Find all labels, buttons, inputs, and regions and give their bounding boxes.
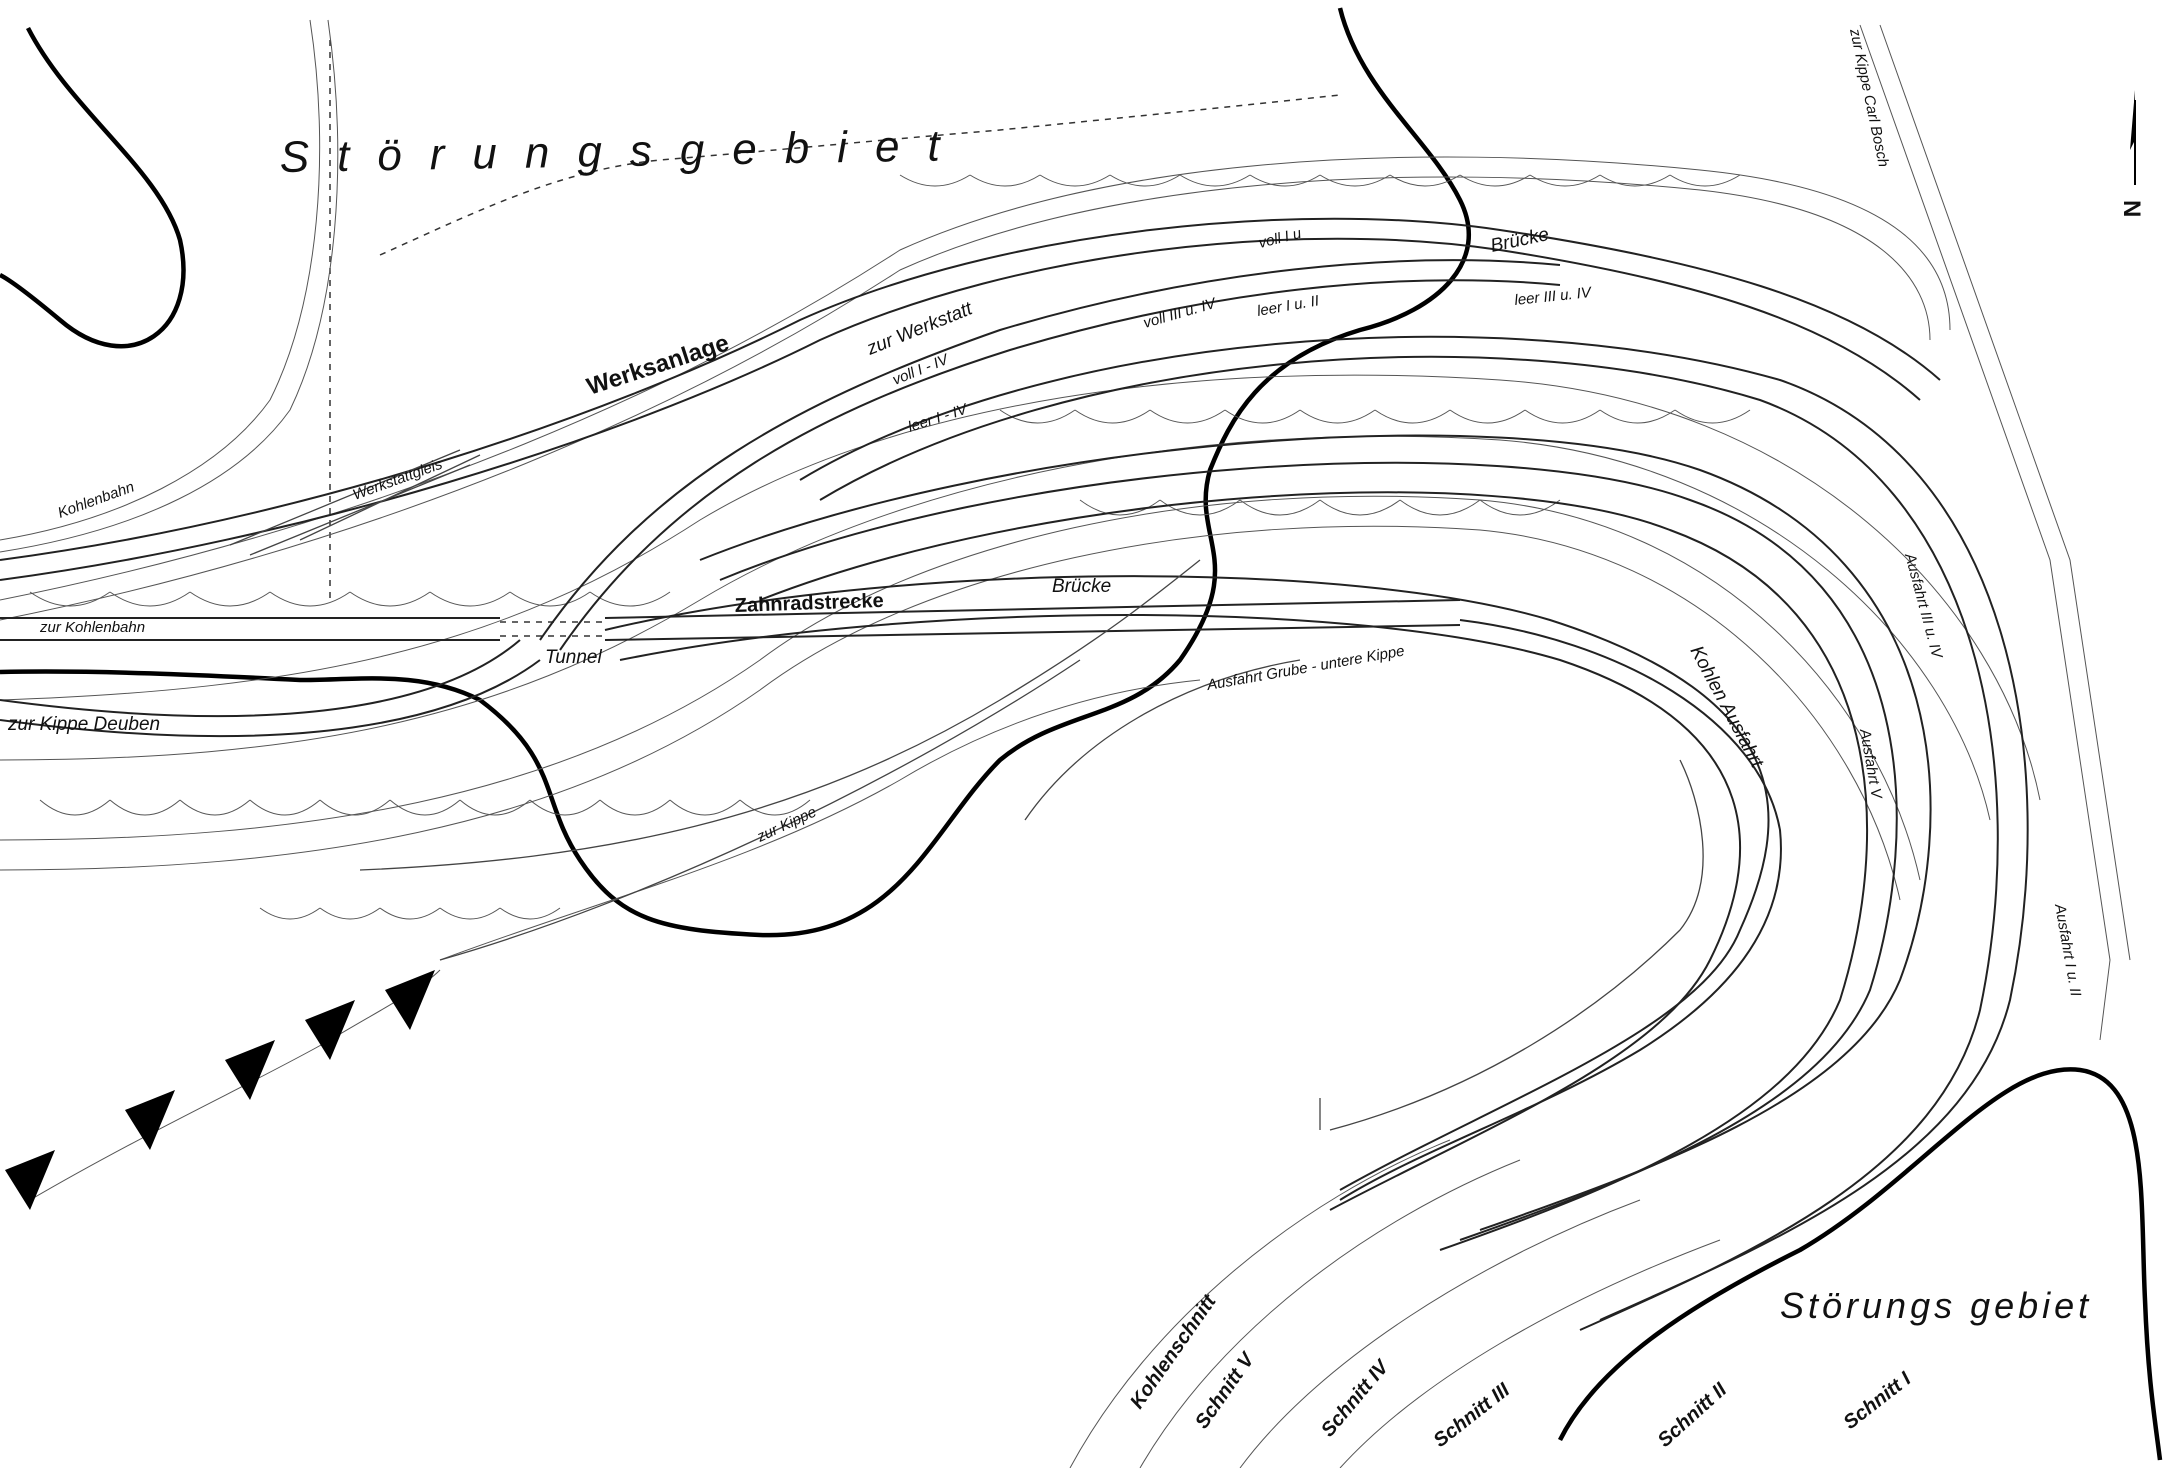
label-zur-werkstatt: zur Werkstatt (863, 298, 976, 360)
slope-mark (1224, 409, 1301, 424)
slope-mark (499, 907, 561, 920)
edge-tooth (305, 1000, 355, 1060)
slope-mark (1529, 174, 1601, 187)
slope-mark (1479, 499, 1561, 516)
slope-mark (259, 907, 321, 920)
slope-mark (179, 799, 251, 816)
slope-mark (459, 799, 531, 816)
slope-mark (109, 591, 191, 607)
label-tunnel: Tunnel (545, 647, 602, 668)
label-zur-kohlenbahn: zur Kohlenbahn (39, 619, 145, 636)
slope-mark (429, 591, 511, 607)
slope-mark (1459, 174, 1531, 187)
slope-mark (39, 799, 111, 816)
label-stoerungsgebiet-bottom: Störungs gebiet (1780, 1285, 2092, 1326)
slope-mark (269, 591, 351, 607)
label-voll-1-u: voll I u (1257, 225, 1304, 252)
slope-mark (899, 174, 971, 187)
label-zur-kippe: zur Kippe (754, 803, 820, 846)
slope-mark (1524, 409, 1601, 424)
slope-mark (389, 799, 461, 816)
label-kohlen-ausfahrt: Kohlen Ausfahrt (1686, 642, 1768, 771)
slope-mark (599, 799, 671, 816)
label-schnitt-5: Schnitt V (1191, 1348, 1260, 1433)
label-kohlenschnitt: Kohlenschnitt (1126, 1290, 1221, 1413)
label-schnitt-2: Schnitt II (1654, 1379, 1732, 1452)
label-zur-kippe-carl-bosch: zur Kippe Carl Bosch (1846, 26, 1892, 168)
edge-tooth (5, 1150, 55, 1210)
slope-mark (319, 907, 381, 920)
slope-mark (109, 799, 181, 816)
fault-lines (0, 7, 2163, 1461)
slope-mark (1389, 174, 1461, 187)
slope-mark (1249, 174, 1321, 187)
north-arrow: N (2118, 90, 2145, 217)
slope-mark (669, 799, 741, 816)
slope-mark (29, 591, 111, 607)
railway-tracks (0, 217, 2029, 1331)
slope-mark (1449, 409, 1526, 424)
slope-mark (1239, 499, 1321, 516)
slope-mark (589, 591, 671, 607)
label-ausfahrt-3-4: Ausfahrt III u. IV (1901, 551, 1946, 662)
label-schnitt-4: Schnitt IV (1317, 1355, 1394, 1441)
edge-tooth (125, 1090, 175, 1150)
slope-mark (1179, 174, 1251, 187)
slope-mark (189, 591, 271, 607)
label-zur-kippe-deuben: zur Kippe Deuben (7, 714, 160, 735)
slope-mark (1109, 174, 1181, 187)
slope-marks (5, 174, 1751, 1210)
slope-mark (349, 591, 431, 607)
track-zahnrad (604, 599, 1461, 619)
label-ausfahrt-grube: Ausfahrt Grube - untere Kippe (1205, 642, 1406, 694)
fault-line-dashed-top (379, 94, 1341, 256)
slope-mark (439, 907, 501, 920)
label-ausfahrt-1-2: Ausfahrt I u. II (2051, 902, 2084, 998)
benches (0, 19, 2131, 1468)
label-voll-1-4: voll I - IV (890, 350, 952, 388)
label-leer-3-4: leer III u. IV (1514, 284, 1594, 309)
fault-line-bottom-right (1557, 1067, 2163, 1461)
slope-mark (1319, 499, 1401, 516)
slope-mark (1674, 409, 1751, 424)
edge-tooth (225, 1040, 275, 1100)
slope-mark (1039, 174, 1111, 187)
slope-mark (1319, 174, 1391, 187)
label-kohlenbahn: Kohlenbahn (56, 478, 137, 521)
fault-line-top-left (0, 26, 186, 349)
slope-mark (1374, 409, 1451, 424)
slope-mark (1074, 409, 1151, 424)
fault-line-central (0, 7, 1472, 938)
slope-mark (509, 591, 591, 607)
label-voll-3-4: voll III u. IV (1141, 295, 1219, 332)
slope-mark (739, 799, 811, 816)
label-bruecke-lower: Brücke (1052, 576, 1111, 597)
slope-mark (1399, 499, 1481, 516)
label-stoerungsgebiet-top: Störungsgebiet (279, 121, 968, 182)
slope-mark (249, 799, 321, 816)
slope-mark (1599, 174, 1671, 187)
slope-mark (1299, 409, 1376, 424)
map-labels: Störungsgebiet Störungs gebiet Werksanla… (7, 26, 2092, 1452)
slope-mark (379, 907, 441, 920)
slope-mark (969, 174, 1041, 187)
label-leer-1-4: leer I - IV (906, 400, 971, 436)
label-leer-1-2: leer I u. II (1256, 292, 1321, 320)
label-schnitt-3: Schnitt III (1430, 1379, 1515, 1452)
slope-mark (1599, 409, 1676, 424)
north-label: N (2118, 200, 2145, 217)
slope-mark (1079, 499, 1161, 516)
label-zahnradstrecke: Zahnradstrecke (734, 590, 884, 617)
slope-mark (1669, 174, 1741, 187)
slope-mark (1149, 409, 1226, 424)
edge-tooth (385, 970, 435, 1030)
track-zahnrad-2 (604, 624, 1461, 641)
slope-mark (999, 409, 1076, 424)
label-schnitt-1: Schnitt I (1840, 1368, 1916, 1434)
slope-mark (319, 799, 391, 816)
slope-mark (529, 799, 601, 816)
